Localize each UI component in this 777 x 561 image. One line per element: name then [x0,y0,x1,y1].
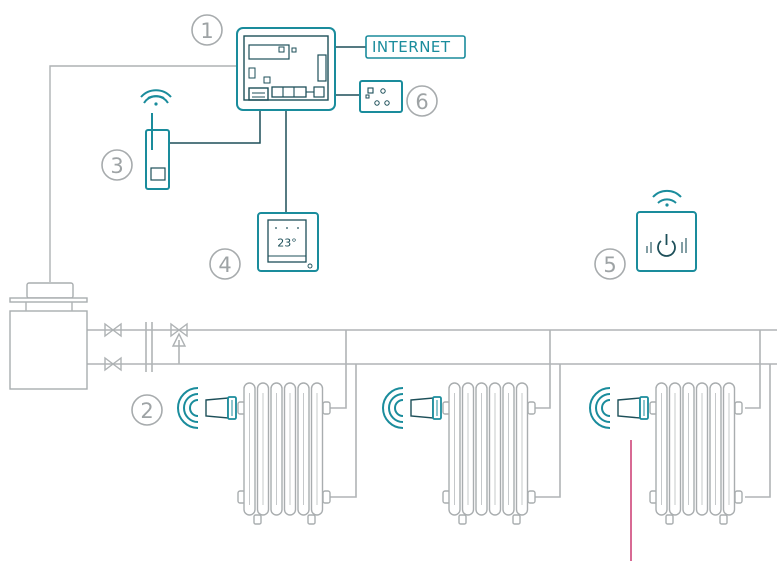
svg-text:3: 3 [110,154,123,178]
internet-box: INTERNET [365,35,466,59]
label-4: 4 [209,248,241,280]
svg-text:4: 4 [218,253,231,277]
wifi-signal-icon [652,189,682,207]
pipe-network [49,65,777,498]
relay-module[interactable] [359,80,403,113]
wifi-signal-icon [140,89,172,106]
radio-wave-icon [382,387,404,429]
radio-wave-icon [177,387,199,429]
label-3: 3 [101,149,133,181]
label-6: 6 [406,85,438,117]
repeater-wire [170,110,261,144]
boiler-controller-link [49,65,240,282]
svg-text:6: 6 [415,90,428,114]
wall-thermostat[interactable]: 23° [257,212,319,272]
radiators [177,382,743,525]
boiler [9,282,88,390]
radio-wave-icon [589,387,611,429]
repeater[interactable] [145,113,170,190]
label-1: 1 [191,14,223,46]
radiator [442,382,536,525]
internet-label: INTERNET [372,38,451,56]
label-5: 5 [594,248,626,280]
thermostatic-head[interactable] [617,396,649,420]
controller[interactable] [236,27,336,111]
thermostatic-head[interactable] [205,396,237,420]
valves [104,322,188,372]
svg-text:1: 1 [200,19,213,43]
svg-text:5: 5 [603,253,616,277]
radiator [649,382,743,525]
thermostat-temperature: 23° [277,237,297,250]
thermostatic-head[interactable] [410,396,442,420]
svg-text:2: 2 [140,399,153,423]
wireless-switch[interactable] [636,211,697,272]
label-2: 2 [131,394,163,426]
radiator [237,382,331,525]
